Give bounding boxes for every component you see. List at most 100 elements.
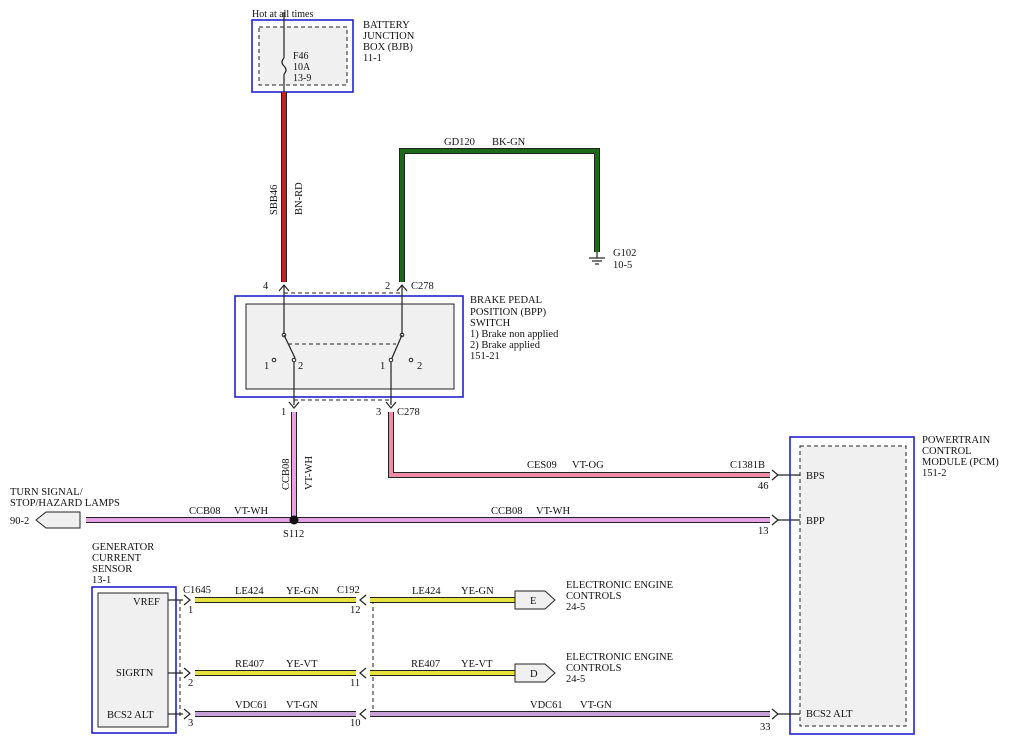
hot-at-all-times: Hot at all times: [252, 9, 313, 20]
le424-right-color: YE-GN: [461, 586, 494, 597]
re407-right-circuit: RE407: [411, 659, 440, 670]
ccb08-v-circuit: CCB08: [281, 458, 292, 490]
ccb08-right-color: VT-WH: [536, 506, 570, 517]
gen-pin-1: 1: [188, 605, 193, 616]
bpp-name-5: 2) Brake applied: [470, 340, 541, 351]
connector-icon: [183, 667, 191, 679]
switch-blade-1: [283, 334, 296, 359]
gen-pin-2: 2: [188, 678, 193, 689]
turn-signal-connector-icon: [35, 511, 81, 529]
re407-left-color: YE-VT: [286, 659, 318, 670]
eec-d-name-3: 24-5: [566, 674, 585, 685]
bpp-outer-box: [234, 295, 464, 398]
wire-re407: RE407 YE-VT RE407 YE-VT D ELECTRONIC ENG…: [195, 652, 673, 685]
splice-id: S112: [283, 529, 304, 540]
ccb08-left-circuit: CCB08: [189, 506, 221, 517]
pcm-inner-box: [799, 445, 907, 727]
pcm-pin-bpp: BPP: [806, 516, 825, 527]
c192-pin-12: 12: [350, 605, 361, 616]
ces09-connector: C1381B: [730, 460, 765, 471]
pcm-module: BPS BPP BCS2 ALT POWERTRAIN CONTROL MODU…: [789, 435, 999, 735]
ground-id: G102: [613, 248, 636, 259]
bjb-outer-box: [251, 19, 354, 93]
wire-ccb08-vertical: CCB08 VT-WH: [281, 412, 315, 520]
sw1-pos-1: 1: [264, 361, 269, 372]
wire-ces09-fill: [389, 412, 770, 477]
bpp-name-2: POSITION (BPP): [470, 307, 547, 318]
connector-icon: [183, 594, 191, 606]
connector-icon: [771, 514, 779, 526]
splice-dot: [289, 515, 299, 525]
pcm-name-1: POWERTRAIN: [922, 435, 991, 446]
connector-icon: [288, 401, 300, 409]
ccb08-left-color: VT-WH: [234, 506, 268, 517]
turn-signal-name-1: TURN SIGNAL/: [10, 487, 83, 498]
re407-left-circuit: RE407: [235, 659, 264, 670]
bjb-name-3: BOX (BJB): [363, 42, 413, 53]
sbb46-circuit: SBB46: [269, 185, 280, 215]
wire-le424: LE424 YE-GN LE424 YE-GN E ELECTRONIC ENG…: [195, 580, 673, 613]
ground-icon: [589, 252, 605, 265]
connector-icon: [183, 708, 191, 720]
bpp-conn-top: C278: [411, 281, 434, 292]
wire-gd120-fill: [400, 149, 599, 282]
bpp-pin-top-right: 2: [385, 281, 390, 292]
eec-e-name-3: 24-5: [566, 602, 585, 613]
wire-vdc61: VDC61 VT-GN VDC61 VT-GN 33: [195, 700, 800, 733]
switch-blade-2: [391, 334, 403, 359]
gen-name-3: SENSOR: [92, 564, 132, 575]
connector-icon: [771, 708, 779, 720]
wire-gd120: GD120 BK-GN G102 10-5: [399, 137, 636, 282]
gen-name-2: CURRENT: [92, 553, 142, 564]
gen-pin-sigrtn: SIGRTN: [116, 668, 154, 679]
c192-pin-11: 11: [350, 678, 360, 689]
bjb-name-4: 11-1: [363, 53, 382, 64]
gen-pin-vref: VREF: [133, 597, 160, 608]
connector-c192: C192 12 11 10: [337, 585, 374, 729]
pcm-name-2: CONTROL: [922, 446, 972, 457]
eec-d-name-2: CONTROLS: [566, 663, 622, 674]
sbb46-color: BN-RD: [294, 182, 305, 215]
bpp-inner-box: [245, 303, 455, 390]
c192-connector: C192: [337, 585, 360, 596]
vdc61-right-circuit: VDC61: [530, 700, 563, 711]
bpp-name-3: SWITCH: [470, 318, 511, 329]
fuse-rating: 10A: [293, 62, 311, 73]
fuse-id: F46: [293, 51, 309, 62]
bpp-pin-bot-right: 3: [376, 407, 381, 418]
gen-name-1: GENERATOR: [92, 542, 154, 553]
bjb-inner-box: [258, 26, 348, 86]
gen-pin-bcs2: BCS2 ALT: [107, 710, 154, 721]
eec-e-tag: E: [530, 596, 536, 607]
gen-connector: C1645: [183, 585, 211, 596]
bpp-conn-bot: C278: [397, 407, 420, 418]
gd120-circuit: GD120: [444, 137, 475, 148]
bpp-name-4: 1) Brake non applied: [470, 329, 559, 340]
fuse-ref: 13-9: [293, 73, 311, 84]
bpp-name-1: BRAKE PEDAL: [470, 295, 542, 306]
battery-junction-box: Hot at all times F46 10A 13-9 BATTERY JU…: [251, 9, 415, 93]
wire-sbb46: SBB46 BN-RD: [269, 92, 305, 282]
le424-left-color: YE-GN: [286, 586, 319, 597]
le424-right-circuit: LE424: [412, 586, 441, 597]
le424-left-circuit: LE424: [235, 586, 264, 597]
ccb08-right-pin: 13: [758, 526, 769, 537]
connector-icon: [359, 594, 367, 606]
eec-d-tag: D: [530, 669, 538, 680]
wire-ccb08-horizontal: S112 CCB08 VT-WH CCB08 VT-WH 13 90-2 TUR…: [10, 487, 800, 540]
sw2-pos-2: 2: [417, 361, 422, 372]
sw2-pos-1: 1: [380, 361, 385, 372]
connector-icon: [359, 667, 367, 679]
vdc61-right-pin: 33: [760, 722, 771, 733]
ccb08-right-circuit: CCB08: [491, 506, 523, 517]
eec-d-connector-icon: [514, 663, 556, 683]
connector-icon: [359, 708, 367, 720]
pcm-outer-box: [789, 436, 915, 735]
bpp-pin-bot-left: 1: [281, 407, 286, 418]
pcm-name-4: 151-2: [922, 468, 947, 479]
pcm-pin-bps: BPS: [806, 471, 825, 482]
ces09-color: VT-OG: [572, 460, 604, 471]
ground-ref: 10-5: [613, 260, 632, 271]
connector-icon: [771, 469, 779, 481]
